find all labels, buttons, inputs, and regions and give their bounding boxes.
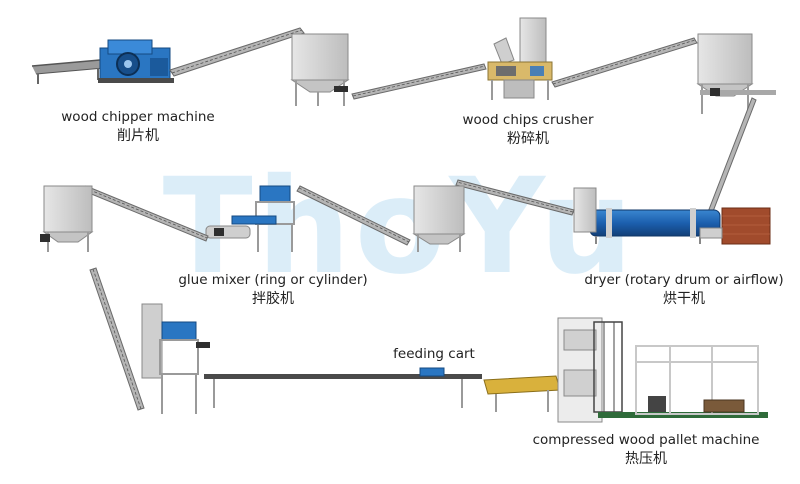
- press-label: compressed wood pallet machine 热压机: [520, 432, 772, 468]
- glue-mixer-icon: [205, 185, 295, 252]
- dryer-label-en: dryer (rotary drum or airflow): [584, 272, 784, 288]
- storage-silo-2: [696, 33, 776, 114]
- press-label-zh: 热压机: [625, 450, 667, 467]
- batching-hopper-icon: [141, 303, 210, 414]
- conveyor-to-dryer: [707, 97, 757, 215]
- crusher-label: wood chips crusher 粉碎机: [446, 112, 610, 148]
- crusher-icon: [487, 17, 553, 100]
- wood-chipper-icon: [98, 39, 174, 83]
- conveyor-to-silo-1: [169, 27, 305, 77]
- dryer-label-zh: 烘干机: [663, 290, 705, 307]
- conveyor-to-press-hopper: [89, 267, 145, 411]
- chipper-label: wood chipper machine 削片机: [46, 109, 230, 145]
- conveyor-to-silo-3: [455, 179, 575, 216]
- storage-silo-3: [412, 185, 466, 252]
- storage-silo-1: [290, 33, 350, 106]
- mixer-label-en: glue mixer (ring or cylinder): [178, 272, 368, 288]
- crusher-label-en: wood chips crusher: [462, 112, 594, 128]
- conveyor-to-crusher: [351, 63, 487, 100]
- conveyor-to-glue-mixer: [296, 185, 411, 246]
- chipper-label-en: wood chipper machine: [61, 109, 215, 125]
- feeder-tray: [483, 375, 561, 412]
- mixer-label: glue mixer (ring or cylinder) 拌胶机: [166, 272, 380, 308]
- finished-pallets: [648, 396, 745, 413]
- rotary-dryer-icon: [573, 187, 771, 245]
- crusher-label-zh: 粉碎机: [507, 130, 549, 147]
- feeding-cart-icon: [204, 367, 482, 408]
- mixer-label-zh: 拌胶机: [252, 290, 294, 307]
- feeding-cart-label: feeding cart: [382, 346, 486, 363]
- feeding-cart-label-en: feeding cart: [393, 346, 475, 362]
- storage-silo-4: [40, 185, 94, 252]
- dryer-label: dryer (rotary drum or airflow) 烘干机: [570, 272, 798, 308]
- chipper-label-zh: 削片机: [117, 127, 159, 144]
- chipper-infeed-conveyor: [31, 59, 105, 84]
- conveyor-to-silo-2: [551, 37, 698, 88]
- press-label-en: compressed wood pallet machine: [532, 432, 760, 448]
